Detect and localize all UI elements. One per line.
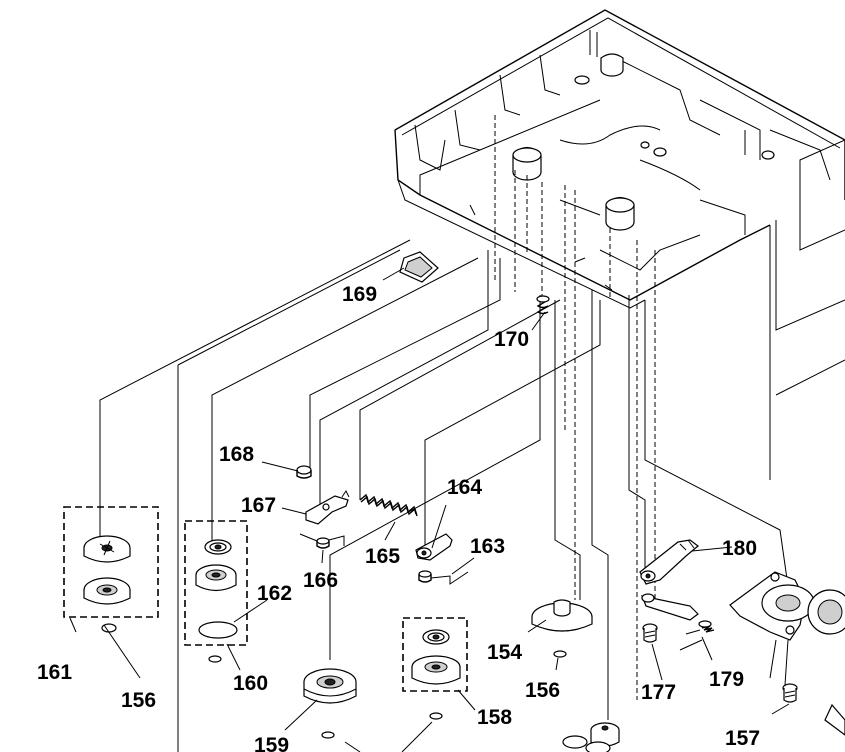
label-157: 157 xyxy=(725,727,760,750)
group-box-158 xyxy=(402,617,468,692)
label-169: 169 xyxy=(342,283,377,306)
part-167-lever xyxy=(305,490,350,525)
part-160-gears xyxy=(195,539,238,663)
label-leaders xyxy=(69,267,790,752)
part-165-spring xyxy=(359,493,418,517)
label-166: 166 xyxy=(303,569,338,592)
part-164-arm xyxy=(415,533,453,561)
label-177: 177 xyxy=(641,681,676,704)
group-box-161 xyxy=(63,506,159,618)
label-165: 165 xyxy=(365,545,400,568)
part-170-spring xyxy=(536,295,550,315)
part-179-link xyxy=(641,593,715,651)
part-180-lever xyxy=(639,539,699,585)
part-168-spring xyxy=(296,465,312,479)
label-170: 170 xyxy=(494,328,529,351)
label-154: 154 xyxy=(487,641,522,664)
part-163-spring xyxy=(418,570,469,585)
label-167: 167 xyxy=(241,494,276,517)
part-154-gear xyxy=(531,599,593,658)
group-box-160 xyxy=(184,520,248,646)
part-bottom-gears xyxy=(562,722,620,752)
part-motor-bracket xyxy=(729,571,845,736)
part-166-spring xyxy=(299,533,345,549)
label-159: 159 xyxy=(254,734,289,752)
label-164: 164 xyxy=(447,476,482,499)
leader-lines xyxy=(99,115,791,752)
label-163: 163 xyxy=(470,535,505,558)
part-177-screw xyxy=(642,623,658,643)
label-158: 158 xyxy=(477,706,512,729)
label-156-right: 156 xyxy=(525,679,560,702)
label-162: 162 xyxy=(257,582,292,605)
label-180: 180 xyxy=(722,537,757,560)
part-157-screw xyxy=(782,683,798,703)
part-169-clip xyxy=(399,251,439,283)
label-179: 179 xyxy=(709,668,744,691)
label-160: 160 xyxy=(233,672,268,695)
label-161: 161 xyxy=(37,661,72,684)
label-168: 168 xyxy=(219,443,254,466)
chassis-assembly xyxy=(394,9,845,480)
label-156-left: 156 xyxy=(121,689,156,712)
part-161-gears xyxy=(83,535,131,633)
part-159-gear xyxy=(303,668,357,739)
part-number-labels: 169 170 168 167 164 163 165 166 162 161 … xyxy=(37,283,760,752)
part-158-gears xyxy=(411,629,461,720)
